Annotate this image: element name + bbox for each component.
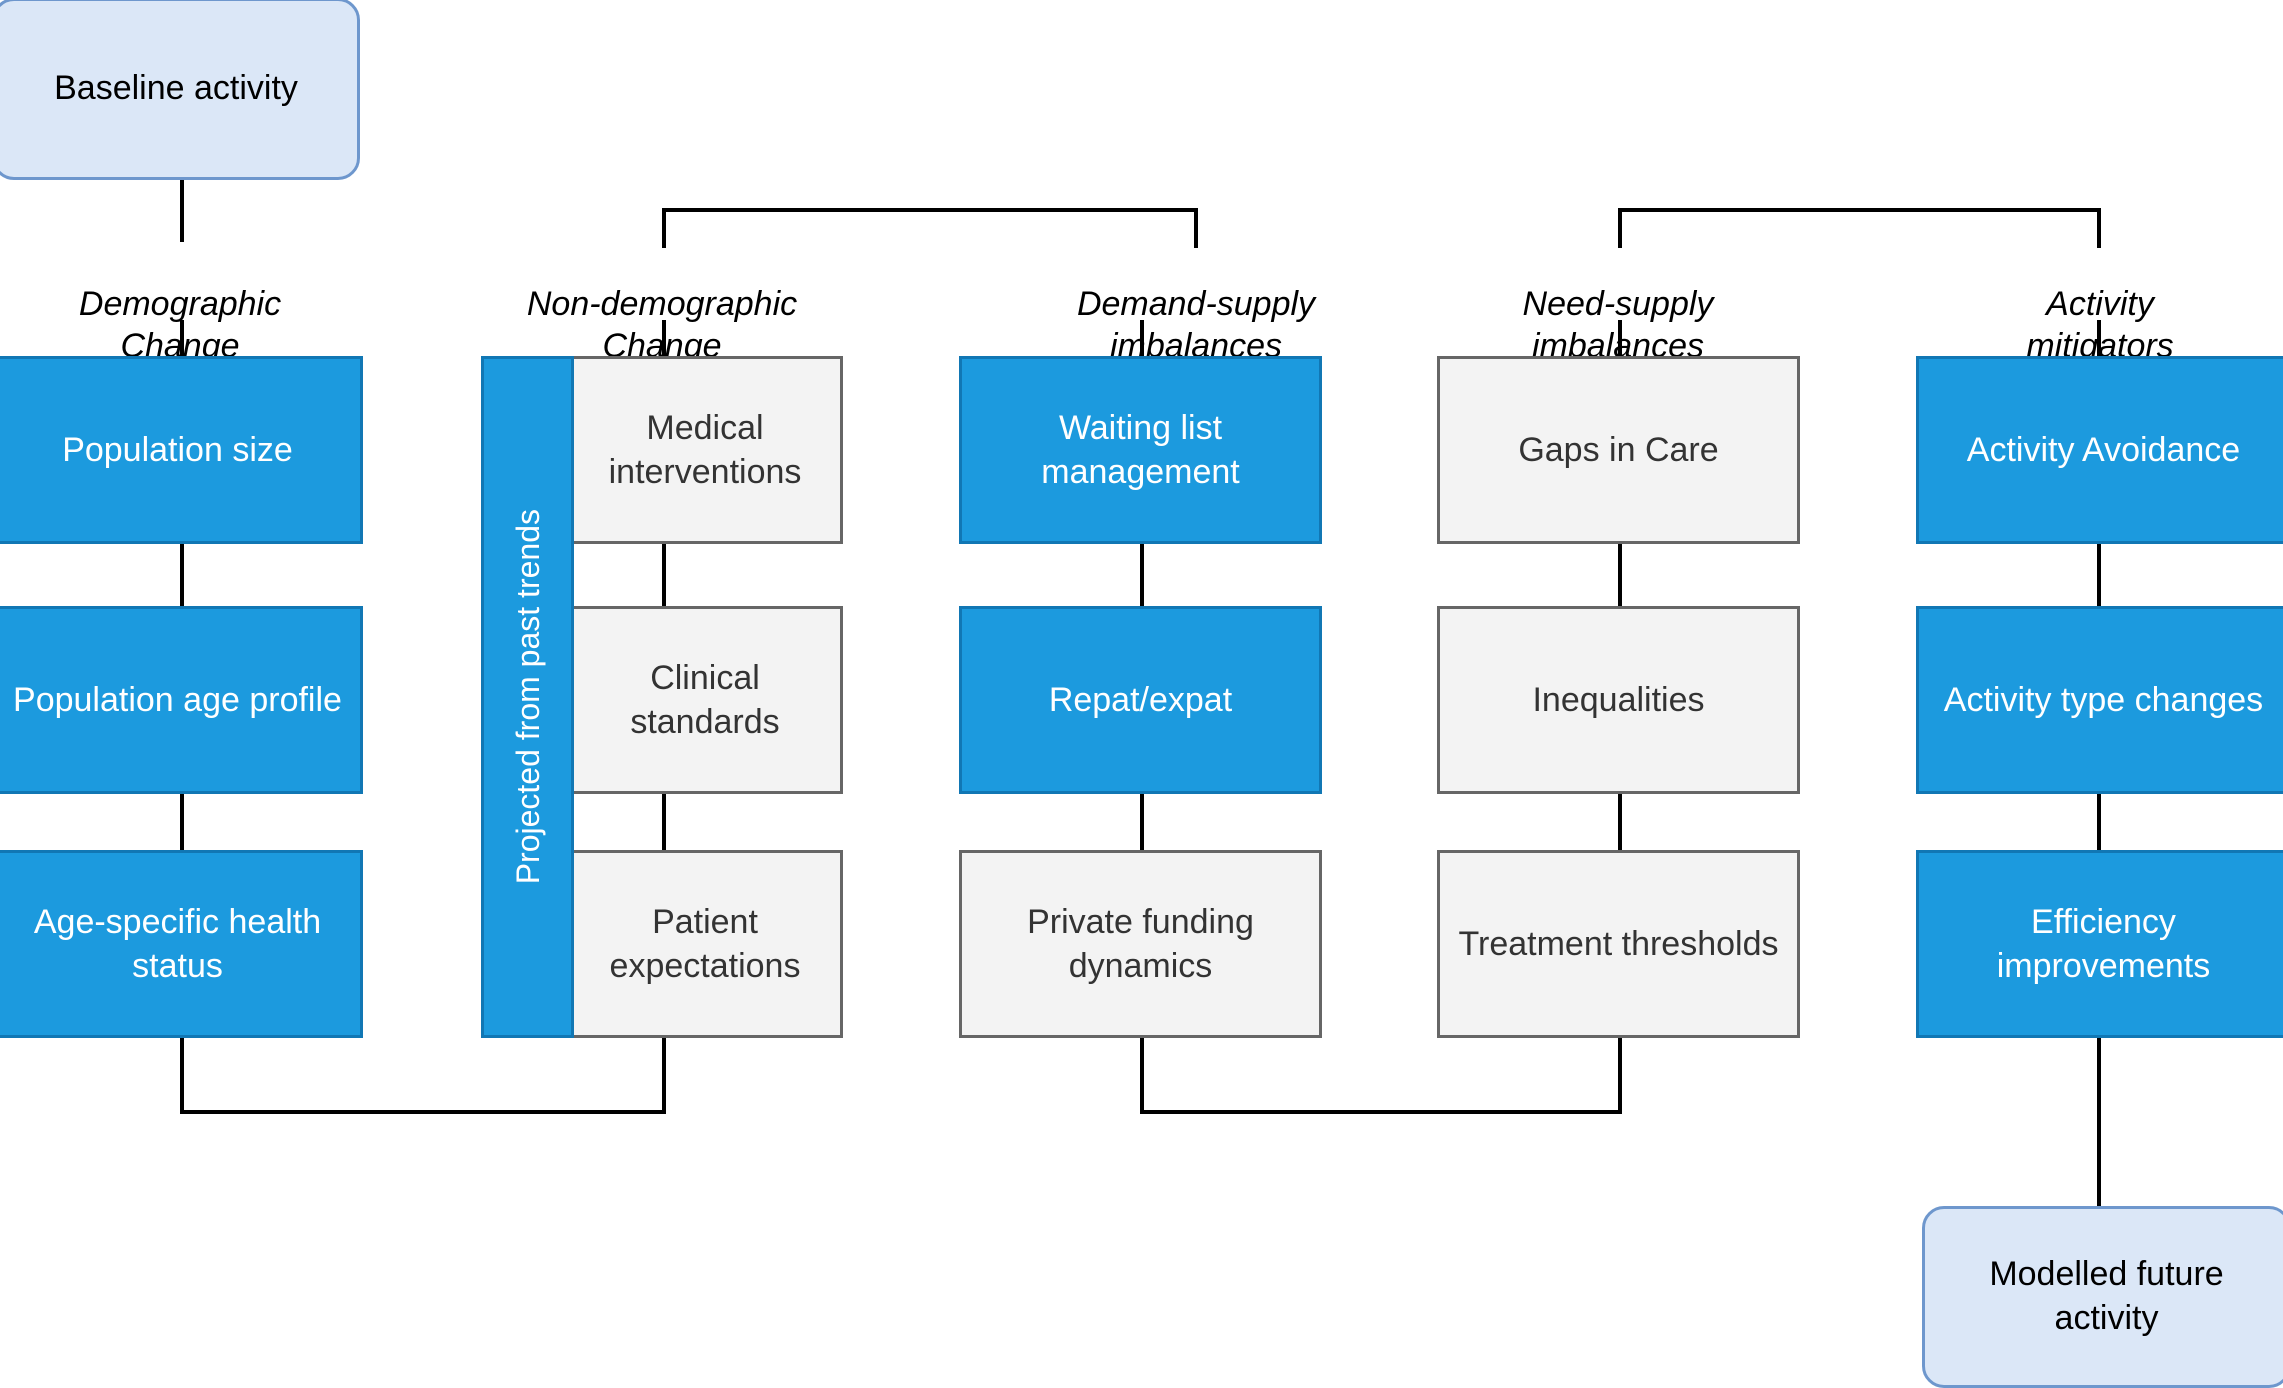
connector-c2-1-2	[662, 544, 666, 606]
connector-caption-stub-activity	[2097, 320, 2101, 358]
node-label: Efficiency improvements	[1996, 902, 2211, 985]
node-label: Clinical standards	[630, 658, 780, 741]
connector-bracket-1-right	[1194, 208, 1198, 248]
connector-c3-2-3	[1140, 794, 1144, 850]
node-label: Repat/expat	[1048, 680, 1233, 719]
node-label: Treatment thresholds	[1458, 924, 1779, 963]
connector-c1-2-3	[180, 794, 184, 850]
connector-bottom-bracket-1-left	[180, 1038, 184, 1114]
node-population-size[interactable]: Population size	[0, 356, 363, 544]
node-label: Private funding dynamics	[1027, 902, 1254, 985]
connector-c1-1-2	[180, 544, 184, 606]
connector-bottom-bracket-2-left	[1140, 1038, 1144, 1114]
node-modelled-future-activity[interactable]: Modelled future activity	[1922, 1206, 2283, 1388]
node-label: Medical interventions	[608, 408, 802, 491]
connector-caption-stub-need-supply	[1618, 320, 1622, 358]
connector-bracket-1-left	[662, 208, 666, 248]
node-label: Baseline activity	[54, 69, 298, 108]
node-label: Patient expectations	[609, 902, 801, 985]
node-label: Population size	[62, 430, 293, 469]
connector-bottom-bracket-1-right	[662, 1038, 666, 1114]
node-label: Population age profile	[13, 680, 342, 719]
connector-caption-stub-demographic	[180, 320, 184, 358]
connector-efficiency-to-modelled-future	[2097, 1038, 2101, 1212]
caption-demand-supply-imbalances: Demand-supply imbalances	[1036, 240, 1356, 368]
node-treatment-thresholds[interactable]: Treatment thresholds	[1437, 850, 1800, 1038]
node-waiting-list-management[interactable]: Waiting list management	[959, 356, 1322, 544]
connector-c4-1-2	[1618, 544, 1622, 606]
node-age-specific-health-status[interactable]: Age-specific health status	[0, 850, 363, 1038]
node-activity-type-changes[interactable]: Activity type changes	[1916, 606, 2283, 794]
node-label: Gaps in Care	[1518, 430, 1719, 469]
connector-c4-2-3	[1618, 794, 1622, 850]
connector-c5-2-3	[2097, 794, 2101, 850]
node-efficiency-improvements[interactable]: Efficiency improvements	[1916, 850, 2283, 1038]
connector-caption-stub-demand-supply	[1140, 320, 1144, 358]
connector-bracket-2-top	[1618, 208, 2101, 212]
node-repat-expat[interactable]: Repat/expat	[959, 606, 1322, 794]
connector-c3-1-2	[1140, 544, 1144, 606]
connector-caption-stub-non-demographic	[662, 320, 666, 358]
connector-bracket-2-left	[1618, 208, 1622, 248]
band-label: Projected from past trends	[509, 509, 546, 885]
node-gaps-in-care[interactable]: Gaps in Care	[1437, 356, 1800, 544]
node-label: Age-specific health status	[33, 902, 322, 985]
connector-bottom-bracket-1-bottom	[180, 1110, 666, 1114]
connector-bracket-1-top	[662, 208, 1198, 212]
node-private-funding-dynamics[interactable]: Private funding dynamics	[959, 850, 1322, 1038]
node-label: Modelled future activity	[1989, 1255, 2224, 1337]
node-activity-avoidance[interactable]: Activity Avoidance	[1916, 356, 2283, 544]
caption-text: Demand-supply imbalances	[1076, 284, 1316, 366]
band-projected-from-past-trends[interactable]: Projected from past trends	[481, 356, 574, 1038]
connector-bottom-bracket-2-right	[1618, 1038, 1622, 1114]
node-label: Waiting list management	[1041, 408, 1240, 491]
node-population-age-profile[interactable]: Population age profile	[0, 606, 363, 794]
connector-baseline-to-demographic	[180, 180, 184, 242]
node-label: Activity Avoidance	[1966, 430, 2241, 469]
node-inequalities[interactable]: Inequalities	[1437, 606, 1800, 794]
node-baseline-activity[interactable]: Baseline activity	[0, 0, 360, 180]
connector-bottom-bracket-2-bottom	[1140, 1110, 1622, 1114]
connector-c2-2-3	[662, 794, 666, 850]
node-label: Inequalities	[1532, 680, 1705, 719]
connector-c5-1-2	[2097, 544, 2101, 606]
connector-bracket-2-right	[2097, 208, 2101, 248]
node-label: Activity type changes	[1943, 680, 2264, 719]
